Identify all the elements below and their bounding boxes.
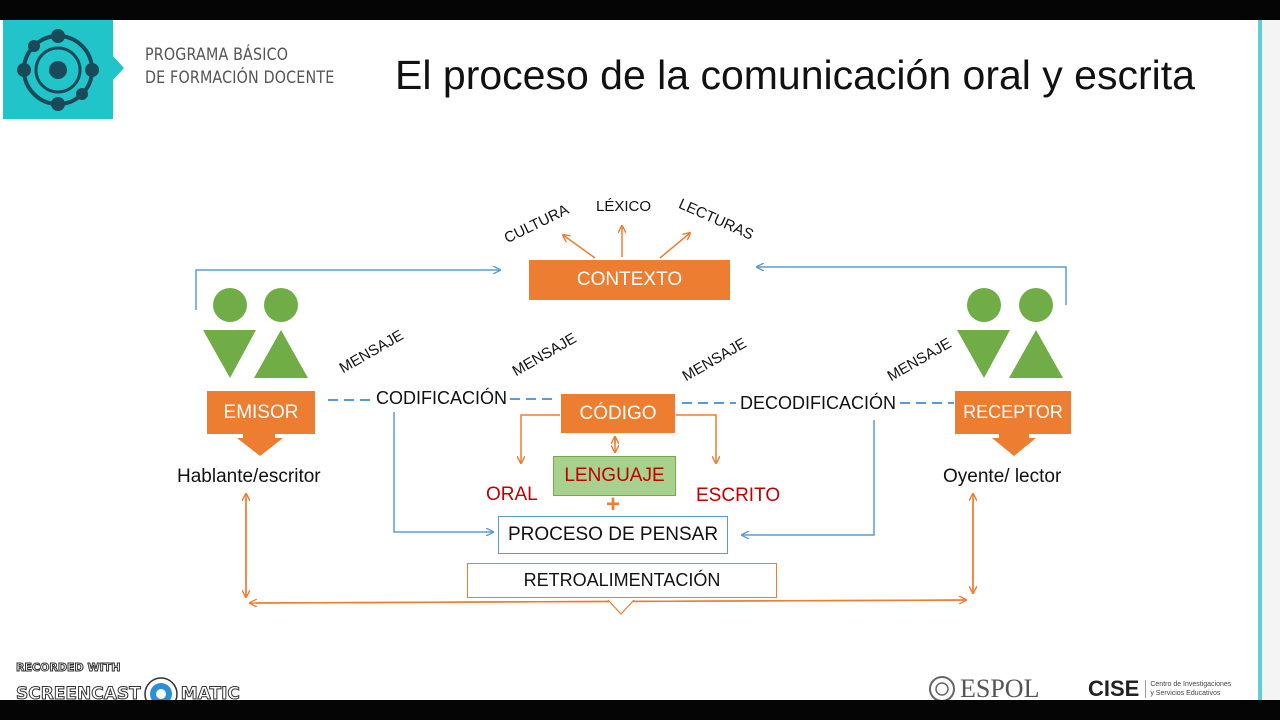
cise-sub-1: Centro de Investigaciones [1150,681,1232,688]
watermark-recorded: RECORDED WITH [15,661,121,675]
receptor-people-icon [957,288,1063,378]
receptor-label: RECEPTOR [963,402,1063,422]
emisor-box: EMISOR [207,391,315,434]
receptor-caption: Oyente/ lector [943,466,1062,487]
cise-subtitle: Centro de Investigaciones y Servicios Ed… [1145,680,1231,698]
bottom-letterbox [0,700,1280,720]
plus-sign: + [606,491,621,518]
lenguaje-label: LENGUAJE [564,465,665,486]
lenguaje-box: LENGUAJE [553,456,676,496]
top-letterbox [0,0,1280,20]
codificacion-label: CODIFICACIÓN [376,388,508,408]
emisor-label: EMISOR [223,401,299,423]
escrito-label: ESCRITO [696,485,781,506]
retro-box: RETROALIMENTACIÓN [467,563,777,598]
cise-logo: CISE Centro de Investigaciones y Servici… [1088,676,1231,702]
codigo-box: CÓDIGO [561,394,675,433]
right-margin [1262,20,1280,700]
proceso-label: PROCESO DE PENSAR [507,524,719,545]
contexto-label: CONTEXTO [576,269,683,290]
brand-text: PROGRAMA BÁSICO DE FORMACIÓN DOCENTE [145,44,363,90]
program-logo-icon [17,29,99,111]
emisor-people-icon [203,288,308,378]
receptor-box: RECEPTOR [955,391,1071,434]
brand-line-1: PROGRAMA BÁSICO [145,45,289,65]
retro-label: RETROALIMENTACIÓN [523,570,721,590]
factor-lexico: LÉXICO [596,198,652,215]
decodificacion-label: DECODIFICACIÓN [740,393,897,413]
proceso-box: PROCESO DE PENSAR [498,516,728,554]
logo-arrow [113,56,124,80]
right-edge-line [1258,20,1262,700]
slide-title: El proceso de la comunicación oral y esc… [395,52,1195,98]
cise-sub-2: y Servicios Educativos [1150,690,1221,697]
brand-line-2: DE FORMACIÓN DOCENTE [145,68,335,88]
oral-label: ORAL [486,484,538,505]
espol-logo: ESPOL [928,674,1039,704]
watermark-word-2: MATIC [180,684,240,705]
espol-seal-icon [929,676,955,702]
codigo-label: CÓDIGO [579,402,657,424]
contexto-box: CONTEXTO [529,260,730,300]
watermark-word-1: SCREENCAST [16,684,142,705]
emisor-caption: Hablante/escritor [177,466,321,487]
espol-text: ESPOL [960,674,1040,703]
watermark-screencast: SCREENCAST MATIC [16,676,240,712]
program-logo [3,20,113,119]
cise-text: CISE [1088,676,1140,701]
